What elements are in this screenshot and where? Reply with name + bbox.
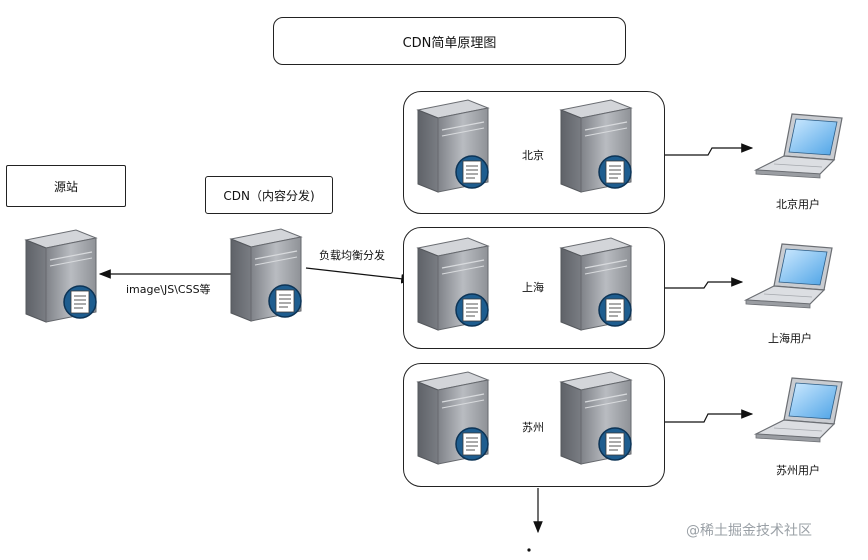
suzhou-laptop-icon — [752, 376, 844, 446]
shanghai-server-2-icon — [555, 234, 639, 338]
user-label-shanghai: 上海用户 — [768, 332, 812, 345]
balance-label: 负载均衡分发 — [319, 249, 385, 262]
beijing-user-arrow — [665, 143, 754, 156]
fetch-label: image\JS\CSS等 — [126, 283, 211, 296]
beijing-laptop-icon — [752, 112, 844, 182]
watermark: @稀土掘金技术社区 — [686, 523, 812, 539]
cdn-label: CDN（内容分发) — [205, 176, 333, 214]
origin-server-icon — [20, 226, 104, 330]
suzhou-server-2-icon — [555, 368, 639, 472]
beijing-server-1-icon — [412, 96, 496, 200]
origin-label: 源站 — [6, 165, 126, 207]
diagram-title: CDN简单原理图 — [273, 17, 626, 65]
region-label-shanghai: 上海 — [522, 281, 544, 294]
beijing-server-2-icon — [555, 96, 639, 200]
user-label-beijing: 北京用户 — [776, 198, 820, 211]
balance-arrow — [305, 267, 414, 284]
suzhou-server-1-icon — [412, 368, 496, 472]
shanghai-server-1-icon — [412, 234, 496, 338]
shanghai-laptop-icon — [742, 242, 834, 312]
shanghai-user-arrow — [665, 277, 744, 289]
cdn-server-icon — [225, 225, 309, 329]
dot — [527, 548, 531, 552]
region-label-beijing: 北京 — [522, 149, 544, 162]
region-label-suzhou: 苏州 — [522, 421, 544, 434]
user-label-suzhou: 苏州用户 — [776, 464, 820, 477]
suzhou-user-arrow — [665, 409, 754, 423]
